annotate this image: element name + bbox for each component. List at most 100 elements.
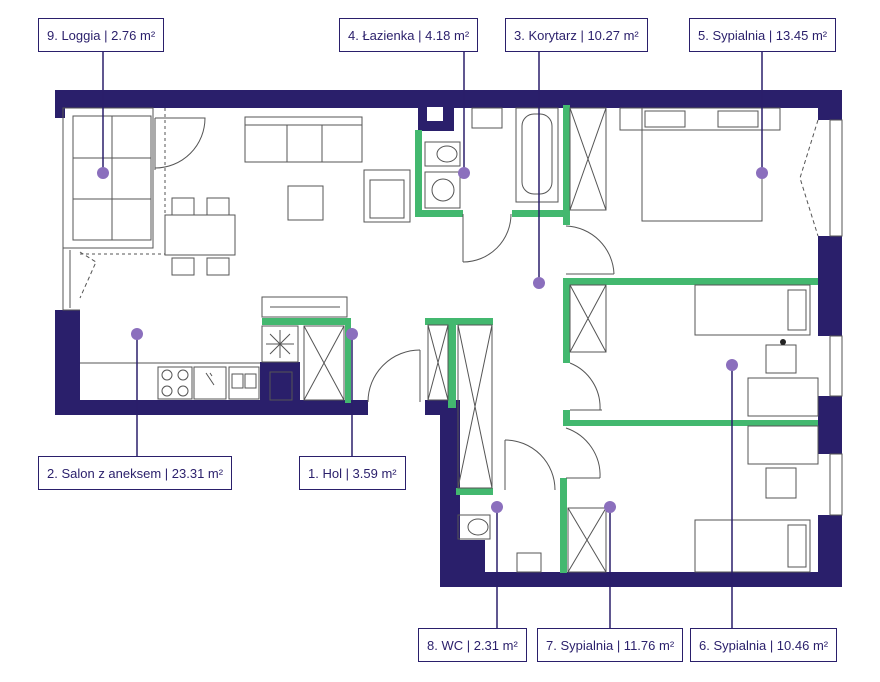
coffee-table — [287, 185, 324, 221]
room-label-hol: 1. Hol | 3.59 m² — [299, 456, 406, 490]
washbasin — [471, 107, 503, 129]
sink-bowl-1 — [231, 373, 244, 389]
room-label-salon: 2. Salon z aneksem | 23.31 m² — [38, 456, 233, 490]
wc-door-arc — [504, 439, 556, 491]
headboard — [619, 107, 781, 131]
wc-wall-top — [425, 318, 493, 325]
dining-table — [164, 214, 236, 256]
room-marker-sypialnia6 — [726, 359, 738, 371]
wc-toilet — [457, 514, 491, 540]
wall-wc-corner — [440, 540, 485, 587]
corridor-wall-upper — [563, 105, 570, 225]
counter-niche — [269, 371, 293, 401]
wc-wall-bottom — [456, 488, 493, 495]
bedroom6-wall-bottom — [566, 420, 818, 426]
wc-wardrobe-1 — [427, 324, 449, 401]
burner-2 — [177, 369, 189, 381]
corridor-wardrobe-top-cross — [569, 107, 607, 211]
desk-lamp-b6 — [780, 339, 786, 345]
hol-wardrobe-cross — [303, 325, 345, 401]
bath-door-arc — [462, 213, 512, 263]
wc-toilet-bowl — [467, 518, 489, 536]
desk-b7 — [747, 425, 819, 465]
bedroom6-door-arc — [569, 362, 601, 411]
outer-walls — [55, 90, 842, 587]
bathroom-wall-bottom-a — [415, 210, 463, 217]
room-label-wc: 8. WC | 2.31 m² — [418, 628, 527, 662]
room-label-sypialnia5: 5. Sypialnia | 13.45 m² — [689, 18, 837, 52]
oven — [193, 366, 227, 400]
room-marker-lazienka — [458, 167, 470, 179]
washing-machine-drum — [431, 178, 455, 202]
armchair-seat — [369, 179, 405, 219]
bedroom7-door-arc — [565, 427, 601, 479]
room-label-sypialnia7: 7. Sypialnia | 11.76 m² — [537, 628, 684, 662]
room-label-korytarz: 3. Korytarz | 10.27 m² — [505, 18, 648, 52]
bathroom-wall-bottom-b — [512, 210, 570, 217]
wall-kitchen-pillar — [260, 362, 300, 402]
window-frame-1 — [829, 119, 843, 237]
wardrobe-b6 — [569, 284, 607, 353]
washing-machine — [424, 171, 461, 209]
wall-right-2 — [818, 236, 842, 336]
chair-4 — [206, 257, 230, 276]
window-swing-1 — [799, 119, 819, 237]
corridor-wall-mid — [563, 278, 570, 363]
sink — [228, 366, 260, 400]
loggia-window-swing — [79, 251, 97, 299]
loggia-railing — [62, 248, 80, 311]
desk-b6 — [747, 377, 819, 417]
room-label-sypialnia6: 6. Sypialnia | 10.46 m² — [690, 628, 838, 662]
bath-shaft — [427, 107, 443, 121]
wall-right-3 — [818, 396, 842, 454]
burner-4 — [177, 385, 189, 397]
room-label-lazienka: 4. Łazienka | 4.18 m² — [339, 18, 479, 52]
room-marker-hol — [346, 328, 358, 340]
desk-chair-b6 — [765, 344, 797, 374]
pillow-1 — [644, 110, 686, 128]
toilet-bath — [424, 141, 461, 167]
wall-bottom — [440, 572, 842, 587]
bathroom-wall-left — [415, 130, 422, 216]
pillow-b7 — [787, 524, 807, 568]
corridor-wardrobe-top — [569, 107, 607, 211]
wall-left-lower — [55, 310, 80, 415]
corridor-wall-low-a — [563, 410, 570, 426]
fridge-symbol — [266, 330, 294, 358]
wardrobe-b7 — [567, 507, 607, 573]
pillow-b6 — [787, 289, 807, 331]
room-marker-salon — [131, 328, 143, 340]
wc-basin — [516, 552, 542, 573]
chair-2 — [206, 197, 230, 216]
wardrobe-b7-cross — [567, 507, 607, 573]
hol-wall-right — [345, 318, 351, 403]
wardrobe-b6-cross — [569, 284, 607, 353]
wall-salon-bottom — [55, 400, 368, 415]
sink-bowl-2 — [244, 373, 257, 389]
hol-wall-top — [262, 318, 349, 325]
room-marker-sypialnia7 — [604, 501, 616, 513]
chair-3 — [171, 257, 195, 276]
window-frame-3 — [829, 453, 843, 516]
loggia-balustrade — [62, 107, 154, 249]
room-label-loggia: 9. Loggia | 2.76 m² — [38, 18, 165, 52]
room-marker-loggia — [97, 167, 109, 179]
bathtub — [515, 107, 559, 203]
hol-wardrobe — [303, 325, 345, 401]
pillow-2 — [717, 110, 759, 128]
single-bed-b7 — [694, 519, 811, 573]
desk-chair-b7 — [765, 467, 797, 499]
chair-1 — [171, 197, 195, 216]
room-marker-korytarz — [533, 277, 545, 289]
wc-wall-left — [448, 318, 456, 408]
bedroom6-wall-top — [566, 278, 818, 285]
armchair — [363, 169, 411, 223]
wc-wardrobe-2 — [457, 324, 493, 489]
burner-3 — [161, 385, 173, 397]
entry-door-arc — [367, 349, 421, 403]
corridor-wall-low-b — [560, 478, 567, 573]
fixtures — [62, 107, 843, 573]
wall-right-1 — [818, 90, 842, 120]
